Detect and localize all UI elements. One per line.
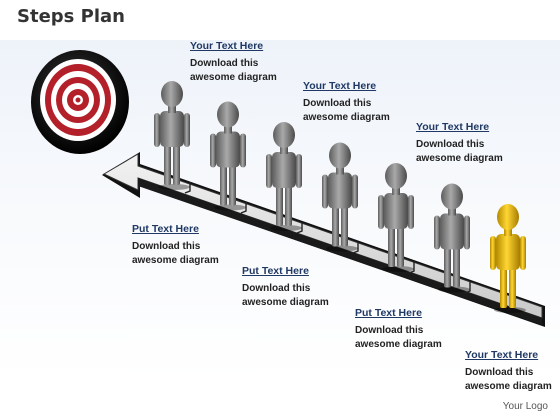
callout-body: Download this awesome diagram (303, 98, 390, 123)
callout-4: Put Text Here Download this awesome diag… (242, 265, 372, 310)
step-arrow-icon (102, 152, 545, 327)
callout-heading: Put Text Here (355, 307, 422, 319)
callout-body: Download this awesome diagram (465, 367, 552, 392)
callout-3: Your Text Here Download this awesome dia… (303, 80, 433, 125)
person-figure-icon (322, 142, 358, 252)
callout-heading: Put Text Here (242, 265, 309, 277)
callout-body: Download this awesome diagram (416, 139, 503, 164)
callout-7: Your Text Here Download this awesome dia… (465, 349, 560, 394)
callout-heading: Your Text Here (190, 40, 264, 52)
callout-body: Download this awesome diagram (190, 58, 277, 83)
person-figure-icon (210, 101, 246, 211)
person-figure-icon (434, 183, 470, 293)
callout-2: Put Text Here Download this awesome diag… (132, 223, 262, 268)
callout-1: Your Text Here Download this awesome dia… (190, 40, 320, 85)
callout-6: Put Text Here Download this awesome diag… (355, 307, 485, 352)
person-figure-icon (266, 122, 302, 231)
page-title: Steps Plan (17, 6, 125, 27)
callout-body: Download this awesome diagram (242, 283, 329, 308)
person-figure-icon (378, 163, 414, 272)
callout-heading: Put Text Here (132, 223, 199, 235)
callout-5: Your Text Here Download this awesome dia… (416, 121, 546, 166)
callout-body: Download this awesome diagram (355, 325, 442, 350)
footer-logo-text: Your Logo (502, 401, 548, 412)
callout-heading: Your Text Here (303, 80, 377, 92)
callout-body: Download this awesome diagram (132, 241, 219, 266)
bullseye-target-icon (31, 50, 129, 154)
person-figure-icon (154, 81, 190, 190)
callout-heading: Your Text Here (416, 121, 490, 133)
highlighted-person-figure-icon (490, 204, 526, 313)
callout-heading: Your Text Here (465, 349, 539, 361)
